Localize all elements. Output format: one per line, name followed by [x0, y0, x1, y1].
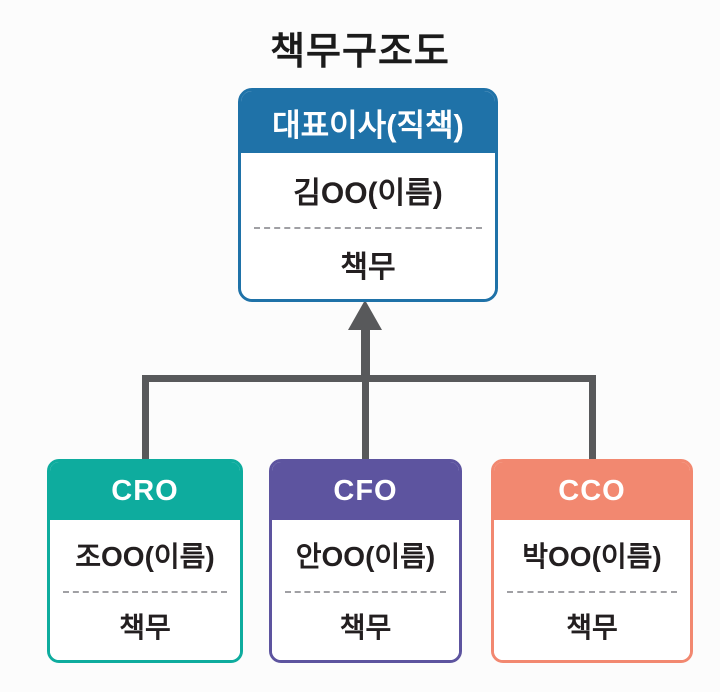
card-duty: 책무: [119, 612, 171, 644]
dashed-divider: [63, 590, 227, 593]
card-body: 박OO(이름) 책무: [494, 520, 690, 660]
connector-arrow-shaft: [361, 326, 370, 382]
card-name: 안OO(이름): [295, 541, 436, 573]
card-name: 박OO(이름): [522, 541, 662, 573]
connector-right-line: [589, 375, 596, 461]
dashed-divider: [285, 590, 446, 593]
card-body: 김OO(이름) 책무: [241, 153, 495, 299]
card-duty: 책무: [339, 612, 392, 644]
org-card-cco: CCO 박OO(이름) 책무: [491, 459, 693, 663]
org-card-cro: CRO 조OO(이름) 책무: [47, 459, 243, 663]
org-card-ceo: 대표이사(직책) 김OO(이름) 책무: [238, 88, 498, 302]
page-title: 책무구조도: [270, 31, 450, 73]
connector-left-line: [142, 375, 149, 461]
card-duty: 책무: [566, 612, 618, 644]
card-name: 조OO(이름): [75, 541, 215, 573]
card-body: 조OO(이름) 책무: [50, 520, 240, 660]
card-duty: 책무: [340, 250, 396, 284]
org-card-cfo: CFO 안OO(이름) 책무: [269, 459, 462, 663]
card-header-role: CRO: [50, 462, 240, 520]
arrow-up-icon: [348, 300, 382, 330]
dashed-divider: [507, 590, 677, 593]
card-header-role: CCO: [494, 462, 690, 520]
card-body: 안OO(이름) 책무: [272, 520, 459, 660]
card-header-role: CFO: [272, 462, 459, 520]
card-name: 김OO(이름): [293, 176, 443, 210]
connector-center-line: [362, 375, 369, 461]
card-header-role: 대표이사(직책): [241, 91, 495, 153]
dashed-divider: [254, 226, 482, 229]
